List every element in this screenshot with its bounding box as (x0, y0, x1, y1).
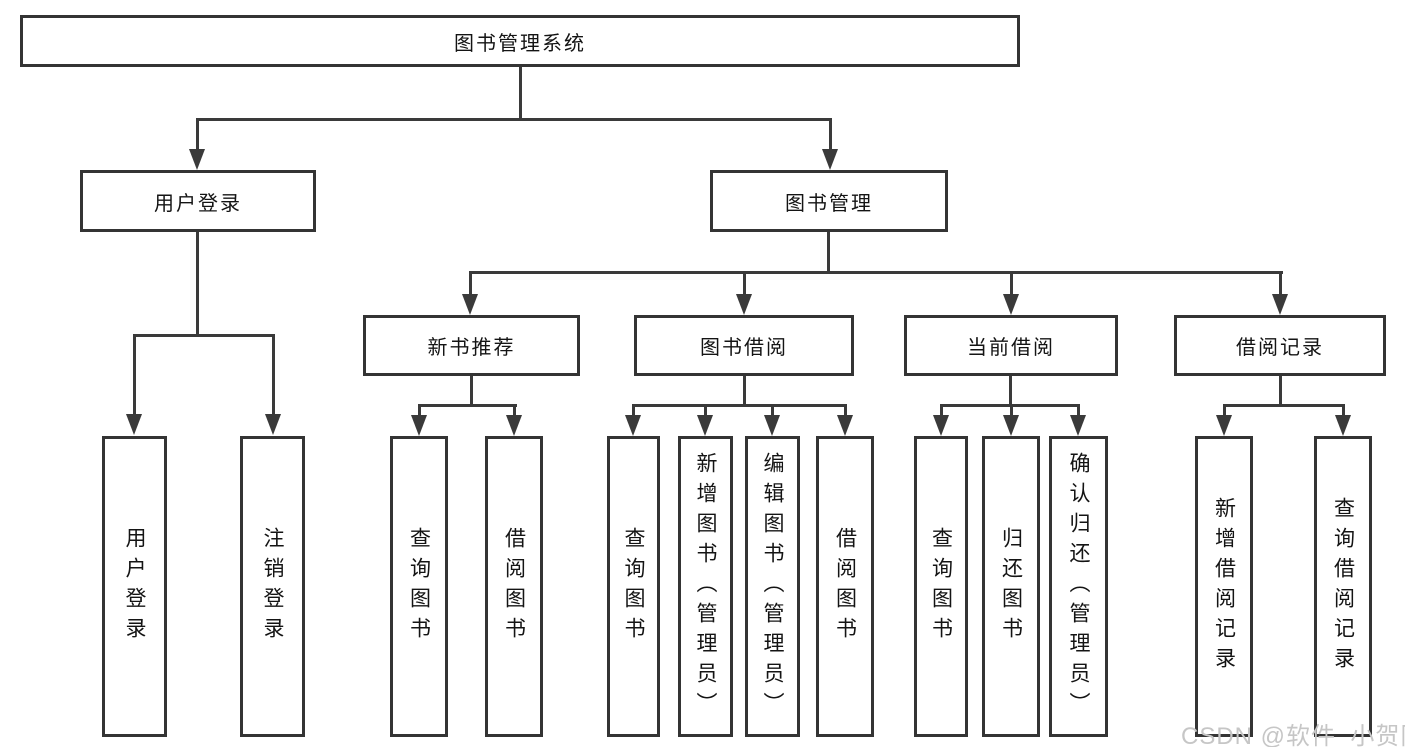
connector-book-mgmt-stub (827, 232, 830, 274)
arrowhead-down-icon (764, 415, 780, 436)
leaf-logout-label: 注销登录 (261, 526, 284, 647)
leaf-logout: 注销登录 (240, 436, 305, 737)
leaf-br-query-record: 查询借阅记录 (1314, 436, 1372, 737)
leaf-br-add-record-label: 新增借阅记录 (1212, 496, 1236, 677)
leaf-bb-edit-book-label: 编辑图书（管理员） (761, 451, 784, 722)
connector-to-ul-logout (272, 334, 275, 415)
leaf-nbr-query-book-label: 查询图书 (407, 526, 431, 647)
leaf-bb-add-book: 新增图书（管理员） (678, 436, 733, 737)
connector-to-bb-add (704, 404, 707, 417)
connector-to-cb-confirm (1077, 404, 1080, 417)
connector-to-nbr-query (418, 404, 421, 417)
connector-to-cb-return (1010, 404, 1013, 417)
arrowhead-down-icon (1335, 415, 1351, 436)
connector-to-bb-edit (771, 404, 774, 417)
leaf-bb-borrow-book-label: 借阅图书 (833, 526, 857, 647)
arrowhead-down-icon (126, 414, 142, 435)
arrowhead-down-icon (1272, 294, 1288, 315)
arrowhead-down-icon (462, 294, 478, 315)
node-borrow-records: 借阅记录 (1174, 315, 1386, 376)
leaf-cb-query-book: 查询图书 (914, 436, 968, 737)
node-user-login-label: 用户登录 (154, 192, 242, 215)
connector-to-book-mgmt (829, 118, 832, 152)
connector-to-bb-query (632, 404, 635, 417)
node-current-borrow: 当前借阅 (904, 315, 1118, 376)
connector-to-cb-query (940, 404, 943, 417)
node-current-borrow-label: 当前借阅 (967, 337, 1055, 359)
connector-user-login-rail (133, 334, 275, 337)
leaf-cb-confirm-return: 确认归还（管理员） (1049, 436, 1108, 737)
node-user-login: 用户登录 (80, 170, 316, 232)
node-root-label: 图书管理系统 (454, 32, 586, 55)
connector-to-user-login (196, 118, 199, 152)
connector-root-stub (519, 66, 522, 120)
connector-to-current-borrow (1010, 271, 1013, 297)
leaf-nbr-query-book: 查询图书 (390, 436, 448, 737)
leaf-bb-edit-book: 编辑图书（管理员） (745, 436, 800, 737)
node-new-book-rec-label: 新书推荐 (427, 337, 516, 359)
connector-root-rail (196, 118, 832, 121)
connector-book-borrow-rail (632, 404, 847, 407)
leaf-bb-borrow-book: 借阅图书 (816, 436, 874, 737)
arrowhead-down-icon (837, 415, 853, 436)
watermark-text: CSDN @软件_小贺同学 (1181, 723, 1405, 747)
connector-to-borrow-records (1279, 271, 1282, 297)
leaf-cb-return-book-label: 归还图书 (999, 526, 1023, 647)
connector-current-borrow-stub (1009, 375, 1012, 407)
node-book-mgmt: 图书管理 (710, 170, 948, 232)
arrowhead-down-icon (1070, 415, 1086, 436)
node-book-borrow-label: 图书借阅 (700, 337, 788, 359)
arrowhead-down-icon (933, 415, 949, 436)
connector-borrow-records-rail (1223, 404, 1345, 407)
arrowhead-down-icon (189, 149, 205, 170)
connector-to-br-query (1342, 404, 1345, 417)
connector-borrow-records-stub (1279, 375, 1282, 407)
leaf-cb-confirm-return-label: 确认归还（管理员） (1067, 451, 1090, 722)
leaf-nbr-borrow-book-label: 借阅图书 (502, 526, 526, 647)
leaf-bb-query-book-label: 查询图书 (622, 526, 645, 647)
leaf-user-login: 用户登录 (102, 436, 167, 737)
connector-to-bb-borrow (844, 404, 847, 417)
connector-to-nbr-borrow (513, 404, 516, 417)
leaf-br-add-record: 新增借阅记录 (1195, 436, 1253, 737)
leaf-bb-add-book-label: 新增图书（管理员） (694, 451, 717, 722)
arrowhead-down-icon (411, 415, 427, 436)
connector-to-br-add (1223, 404, 1226, 417)
leaf-nbr-borrow-book: 借阅图书 (485, 436, 543, 737)
node-book-mgmt-label: 图书管理 (785, 192, 873, 215)
leaf-bb-query-book: 查询图书 (607, 436, 660, 737)
connector-book-mgmt-rail (469, 271, 1283, 274)
connector-book-borrow-stub (743, 375, 746, 407)
connector-to-ul-user-login (133, 334, 136, 415)
arrowhead-down-icon (1003, 415, 1019, 436)
connector-to-book-borrow (743, 271, 746, 297)
connector-new-book-rec-rail (418, 404, 517, 407)
arrowhead-down-icon (1003, 294, 1019, 315)
connector-new-book-rec-stub (470, 375, 473, 407)
arrowhead-down-icon (822, 149, 838, 170)
arrowhead-down-icon (265, 414, 281, 435)
arrowhead-down-icon (1216, 415, 1232, 436)
arrowhead-down-icon (506, 415, 522, 436)
arrowhead-down-icon (625, 415, 641, 436)
node-borrow-records-label: 借阅记录 (1236, 337, 1324, 359)
arrowhead-down-icon (697, 415, 713, 436)
leaf-br-query-record-label: 查询借阅记录 (1331, 496, 1355, 677)
leaf-cb-return-book: 归还图书 (982, 436, 1040, 737)
node-book-borrow: 图书借阅 (634, 315, 854, 376)
leaf-user-login-label: 用户登录 (123, 526, 146, 647)
connector-to-new-book-rec (469, 271, 472, 297)
node-new-book-rec: 新书推荐 (363, 315, 580, 376)
node-root: 图书管理系统 (20, 15, 1020, 67)
leaf-cb-query-book-label: 查询图书 (929, 526, 953, 647)
arrowhead-down-icon (736, 294, 752, 315)
connector-user-login-stub (196, 232, 199, 337)
